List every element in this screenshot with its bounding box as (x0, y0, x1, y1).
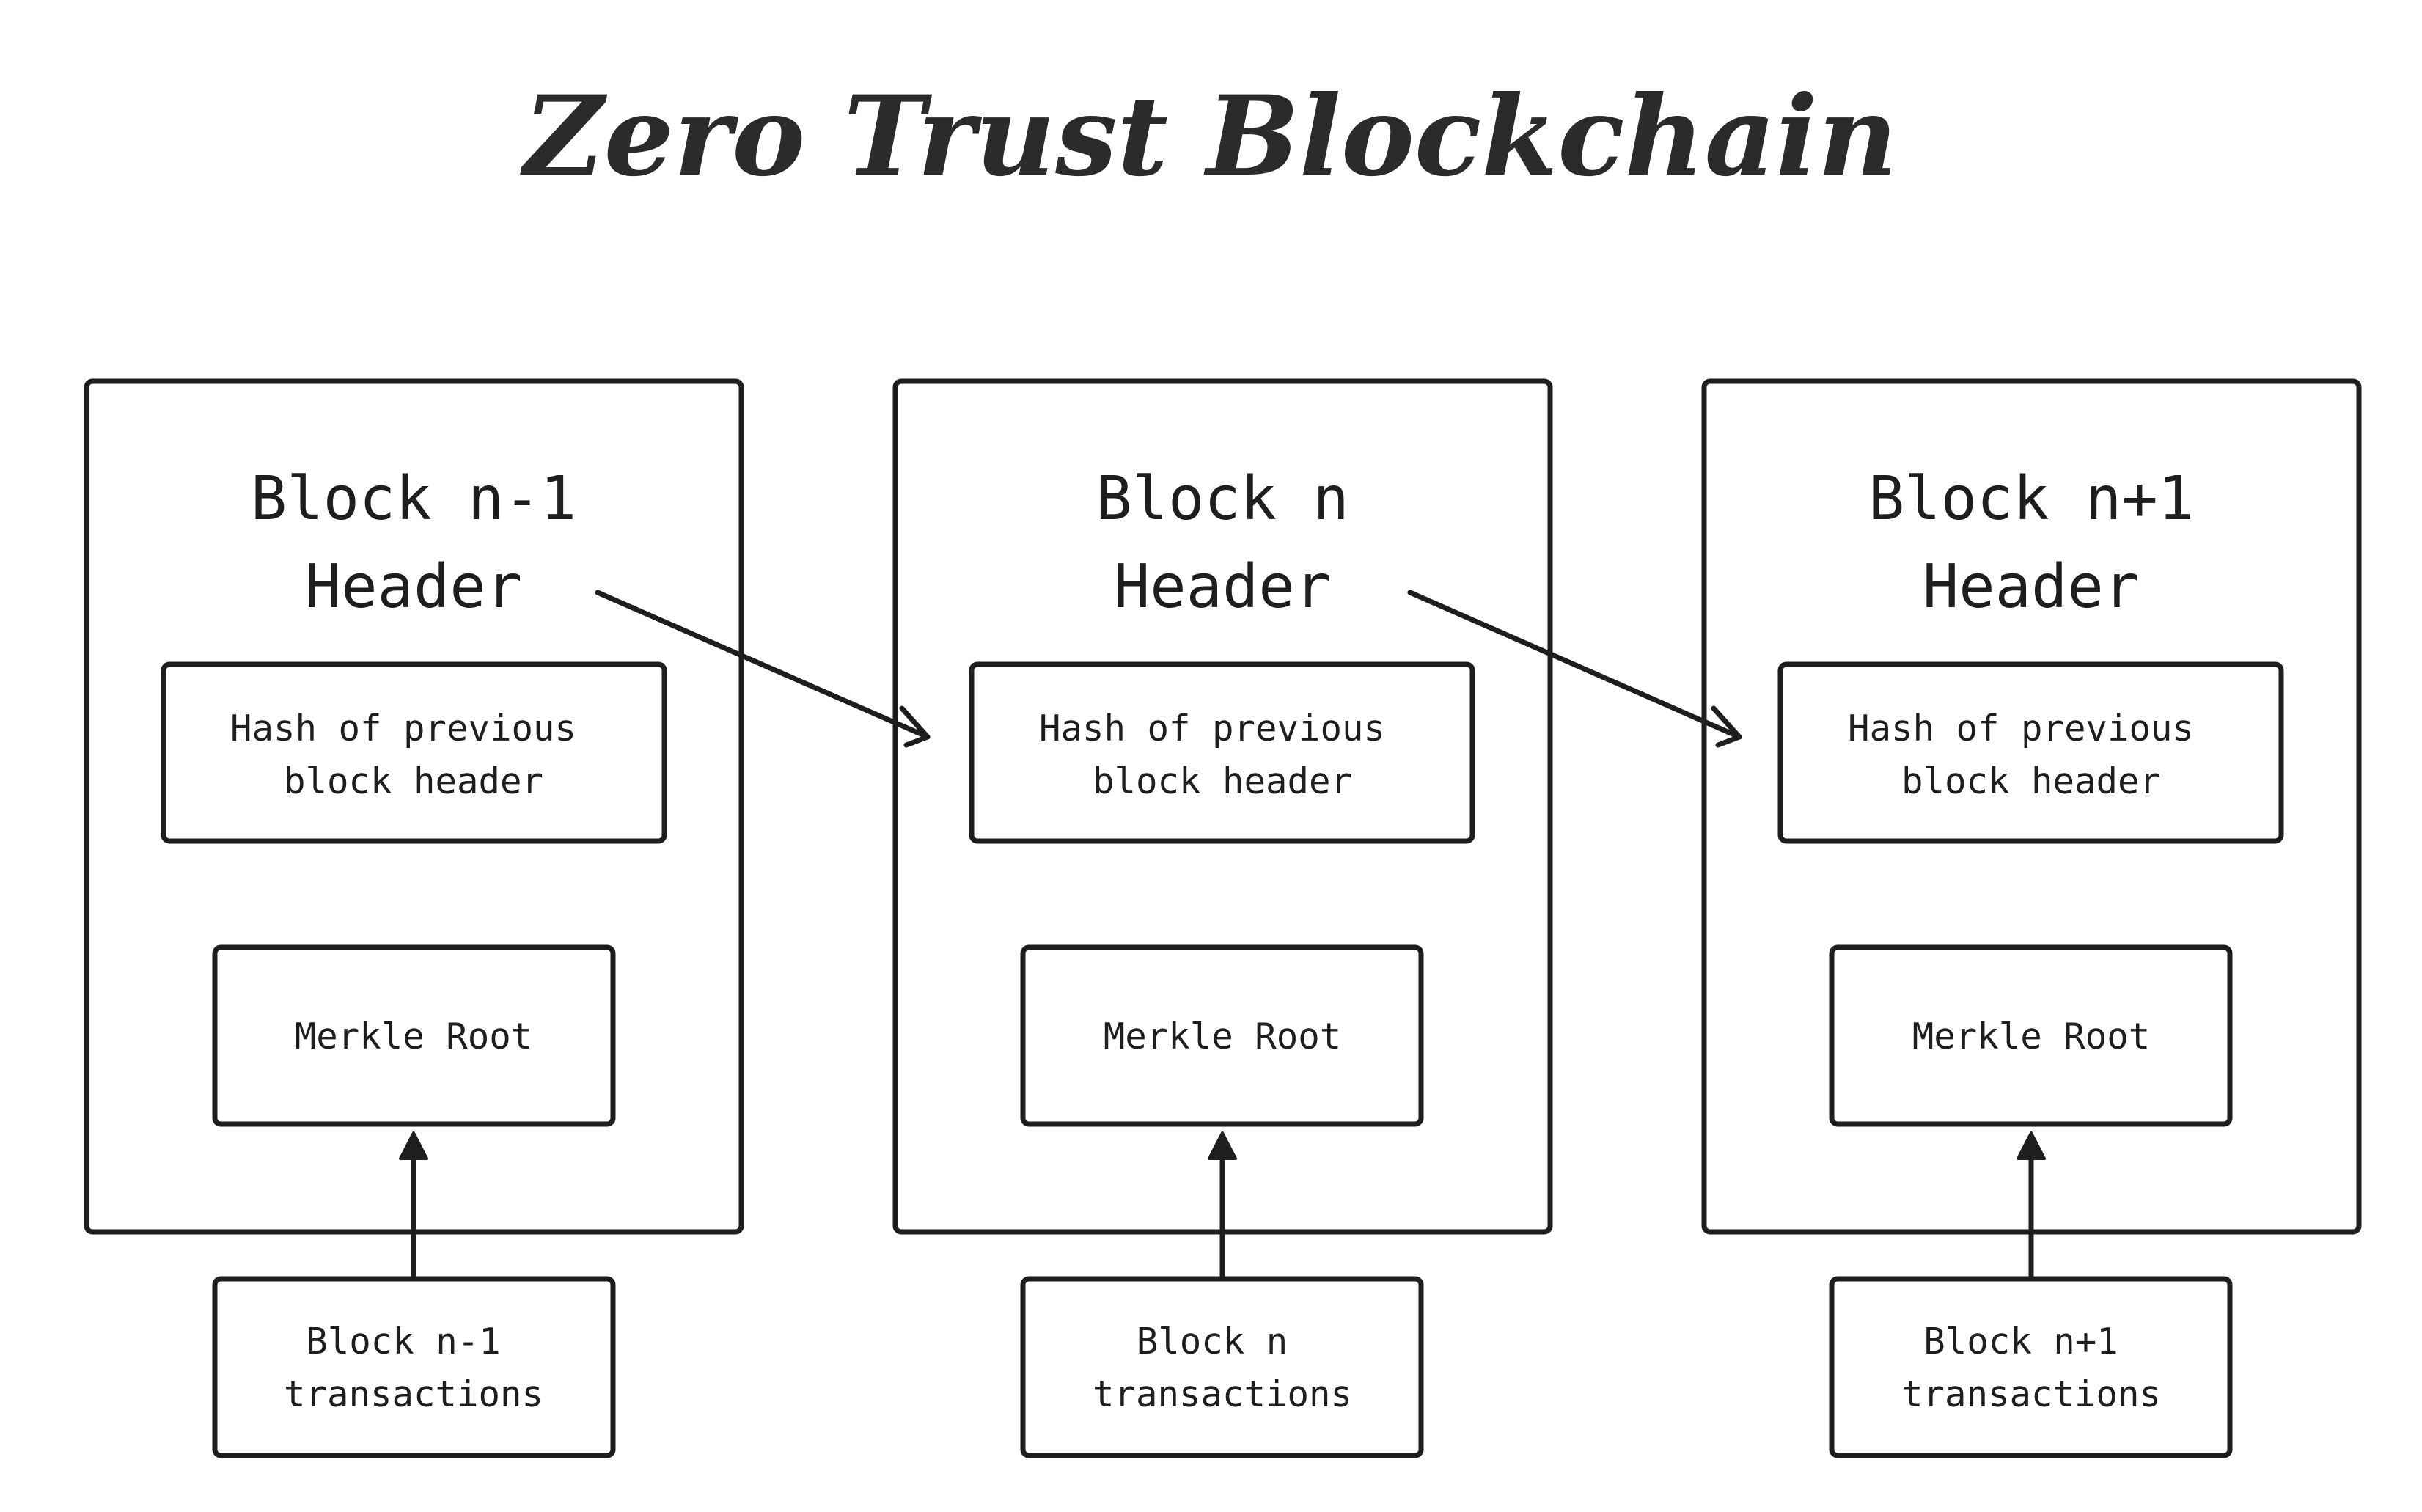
hash-label-line1: Hash of previous (230, 708, 576, 749)
merkle-root-box (1829, 944, 2233, 1127)
hash-label-line2: block header (1901, 760, 2161, 802)
block-n-plus-1: Block n+1 Header Hash of previous block … (1701, 378, 2362, 1458)
transactions-label-line2: transactions (284, 1373, 543, 1415)
block-header-title-line1: Block n+1 (1868, 464, 2194, 534)
hash-box (969, 661, 1475, 844)
hash-box (1777, 661, 2284, 844)
transactions-label-line1: Block n+1 (1923, 1321, 2118, 1362)
merkle-root-box (212, 944, 616, 1127)
diagram-title: Zero Trust Blockchain (520, 72, 1898, 201)
chain-arrow-block-n-to-n-plus-1 (1407, 590, 1742, 748)
block-header-title-line2: Header (1114, 552, 1331, 622)
block-n: Block n Header Hash of previous block he… (892, 378, 1553, 1458)
transactions-box (212, 1276, 616, 1458)
block-header-title-line2: Header (1923, 552, 2140, 622)
merkle-root-label: Merkle Root (1912, 1016, 2151, 1057)
transactions-to-merkle-arrow (2017, 1131, 2046, 1280)
transactions-label-line1: Block n (1137, 1321, 1288, 1362)
chain-arrow-block-n-1-to-n (595, 590, 931, 748)
transactions-label-line2: transactions (1901, 1373, 2161, 1415)
transactions-box (1020, 1276, 1424, 1458)
hash-label-line1: Hash of previous (1039, 708, 1385, 749)
hash-label-line1: Hash of previous (1848, 708, 2194, 749)
transactions-to-merkle-arrow (399, 1131, 428, 1280)
transactions-label-line2: transactions (1093, 1373, 1352, 1415)
block-header-title-line1: Block n (1096, 464, 1349, 534)
transactions-label-line1: Block n-1 (306, 1321, 501, 1362)
transactions-box (1829, 1276, 2233, 1458)
merkle-root-label: Merkle Root (295, 1016, 533, 1057)
merkle-root-label: Merkle Root (1104, 1016, 1342, 1057)
block-n-minus-1: Block n-1 Header Hash of previous block … (84, 378, 744, 1458)
hash-label-line2: block header (284, 760, 543, 802)
transactions-to-merkle-arrow (1208, 1131, 1237, 1280)
hash-label-line2: block header (1093, 760, 1352, 802)
merkle-root-box (1020, 944, 1424, 1127)
block-header-title-line2: Header (305, 552, 522, 622)
hash-box (161, 661, 667, 844)
block-header-title-line1: Block n-1 (251, 464, 576, 534)
